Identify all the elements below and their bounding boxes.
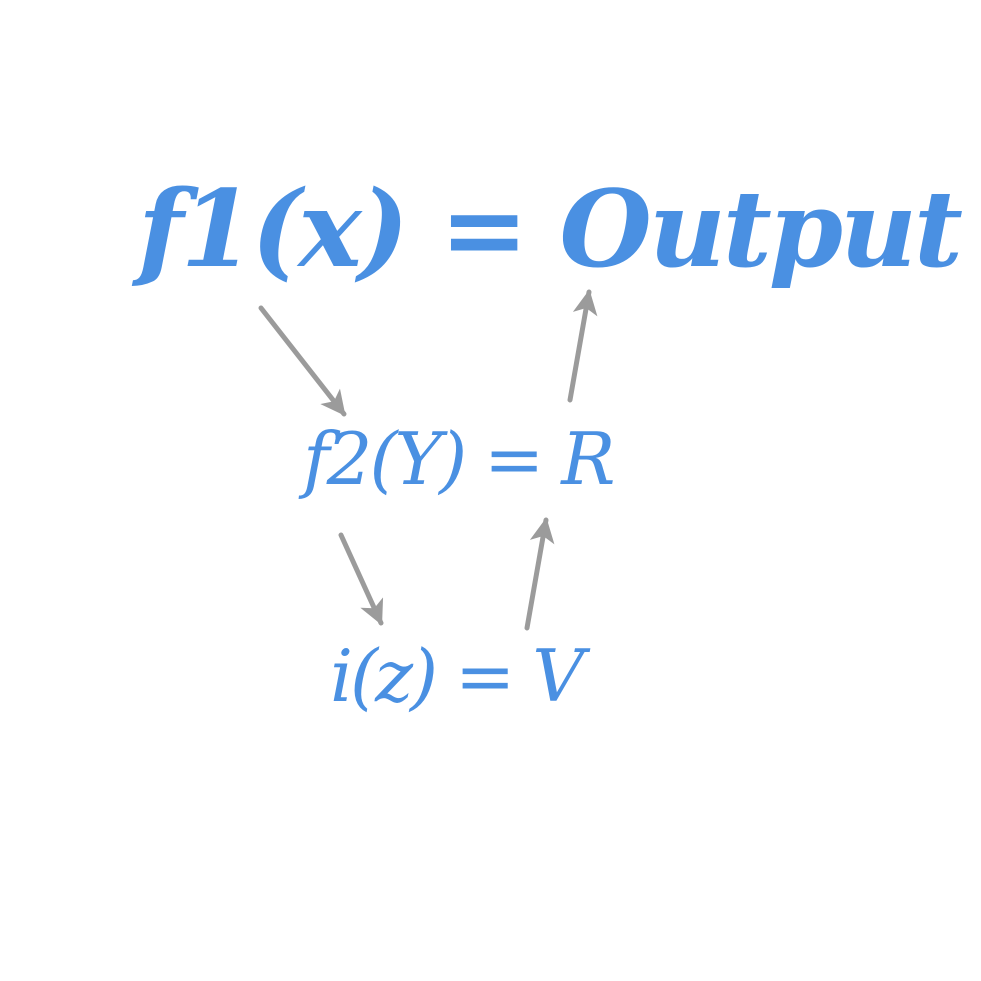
- arrow-v-to-r: [524, 517, 555, 631]
- equation-f1-output: f1(x) = Output: [138, 166, 963, 291]
- equation-i-v: i(z) = V: [330, 634, 584, 718]
- arrow-f2-to-i: [338, 532, 384, 626]
- arrow-r-to-output: [567, 289, 598, 403]
- equation-f2-r: f2(Y) = R: [303, 417, 615, 501]
- arrow-f1-to-f2: [258, 305, 347, 417]
